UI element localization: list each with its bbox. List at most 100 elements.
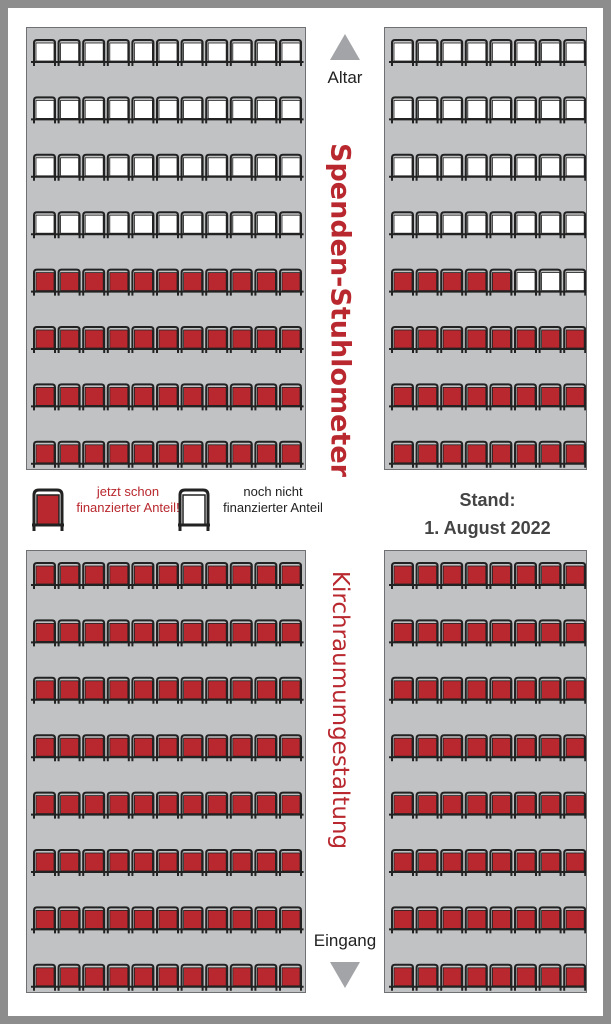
altar-label: Altar — [327, 68, 363, 87]
chair-financed — [464, 906, 488, 934]
chair-unfinanced — [391, 153, 414, 181]
chair-financed — [33, 562, 56, 589]
chair-financed — [106, 963, 130, 991]
entrance-arrow-icon — [330, 962, 360, 988]
chair-financed — [33, 326, 56, 353]
chair-financed — [33, 268, 56, 296]
chair-financed — [156, 791, 179, 819]
chair-financed — [131, 676, 155, 704]
chair-unfinanced — [254, 153, 278, 181]
chair-unfinanced — [33, 96, 56, 124]
legend-financed-chair-icon — [32, 488, 64, 531]
chair-financed — [254, 676, 278, 704]
chair-unfinanced — [254, 211, 278, 239]
block-front-left-chairs — [31, 39, 304, 468]
chair-financed — [131, 791, 155, 819]
block-back-left — [26, 550, 306, 993]
chair-financed — [391, 791, 414, 819]
chair-financed — [415, 791, 439, 819]
chair-financed — [514, 619, 537, 647]
chair-unfinanced — [229, 39, 253, 66]
legend-unfinanced-chair-icon — [178, 488, 210, 531]
chair-unfinanced — [180, 39, 204, 66]
chair-financed — [82, 268, 106, 296]
chair-financed — [538, 383, 562, 411]
chair-financed — [538, 676, 562, 704]
chair-financed — [82, 849, 106, 876]
chair-unfinanced — [254, 39, 278, 66]
chair-financed — [229, 963, 253, 991]
chair-financed — [106, 676, 130, 704]
chair-unfinanced — [33, 211, 56, 239]
chair-row — [31, 96, 304, 124]
chair-financed — [229, 676, 253, 704]
chair-financed — [106, 791, 130, 819]
chair-unfinanced — [82, 153, 106, 181]
chair-financed — [279, 383, 302, 411]
chair-unfinanced — [57, 96, 81, 124]
chair-financed — [279, 268, 302, 296]
chair-unfinanced — [391, 39, 414, 66]
block-front-right-chairs — [389, 39, 586, 468]
chair-financed — [538, 326, 562, 353]
chair-financed — [391, 963, 414, 991]
chair-financed — [464, 791, 488, 819]
chair-financed — [415, 676, 439, 704]
chair-financed — [415, 383, 439, 411]
chair-row — [31, 211, 304, 239]
chair-row — [389, 562, 586, 589]
chair-financed — [254, 906, 278, 934]
chair-row — [31, 39, 304, 66]
chair-financed — [205, 326, 229, 353]
chair-unfinanced — [106, 39, 130, 66]
chair-financed — [440, 791, 464, 819]
chair-unfinanced — [156, 39, 179, 66]
chair-financed — [254, 562, 278, 589]
chair-financed — [229, 791, 253, 819]
chair-financed — [82, 791, 106, 819]
chair-unfinanced — [489, 39, 513, 66]
chair-financed — [131, 440, 155, 468]
chair-financed — [489, 440, 513, 468]
chair-unfinanced — [440, 153, 464, 181]
chair-unfinanced — [563, 211, 586, 239]
chair-row — [389, 211, 586, 239]
page-title: Spenden-Stuhlometer — [324, 143, 356, 477]
chair-financed — [391, 383, 414, 411]
chair-financed — [440, 849, 464, 876]
chair-unfinanced — [538, 153, 562, 181]
chair-unfinanced — [514, 268, 537, 296]
chair-financed — [563, 791, 586, 819]
chair-financed — [391, 562, 414, 589]
chair-row — [389, 963, 586, 991]
chair-unfinanced — [279, 39, 302, 66]
chair-financed — [464, 963, 488, 991]
chair-row — [389, 39, 586, 66]
chair-unfinanced — [391, 96, 414, 124]
chair-financed — [131, 963, 155, 991]
chair-financed — [205, 619, 229, 647]
chair-row — [389, 268, 586, 296]
chair-unfinanced — [33, 153, 56, 181]
chair-row — [389, 326, 586, 353]
legend-unfinanced-label: noch nicht finanzierter Anteil — [223, 484, 323, 515]
block-front-left — [26, 27, 306, 470]
chair-row — [31, 963, 304, 991]
chair-financed — [229, 440, 253, 468]
status-label: Stand: — [459, 490, 516, 510]
chair-financed — [82, 619, 106, 647]
chair-financed — [33, 383, 56, 411]
chair-financed — [254, 963, 278, 991]
chair-financed — [440, 440, 464, 468]
chair-financed — [464, 562, 488, 589]
chair-financed — [538, 440, 562, 468]
chair-unfinanced — [464, 96, 488, 124]
chair-financed — [106, 383, 130, 411]
chair-financed — [538, 619, 562, 647]
chair-financed — [205, 676, 229, 704]
chair-financed — [33, 734, 56, 762]
chair-financed — [229, 268, 253, 296]
chair-unfinanced — [254, 96, 278, 124]
chair-financed — [57, 268, 81, 296]
chair-financed — [514, 676, 537, 704]
